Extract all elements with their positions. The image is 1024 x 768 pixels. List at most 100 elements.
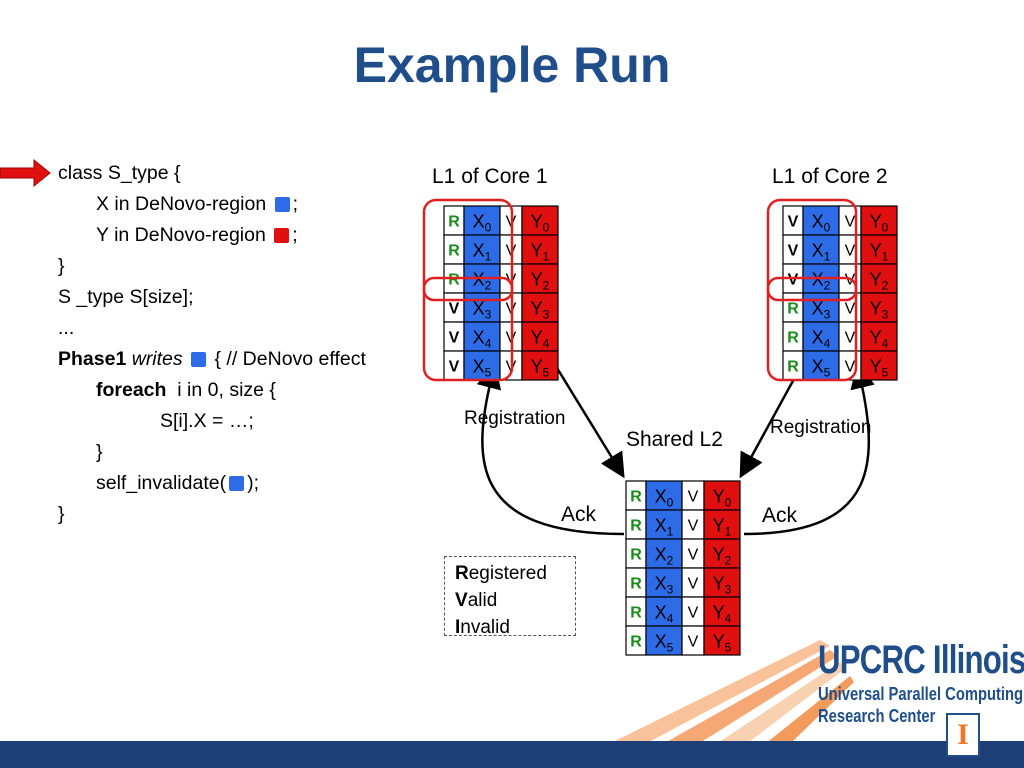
l2-state-cell (625, 480, 647, 511)
blue-region-icon (229, 476, 245, 491)
core1-y-label: Y1 (531, 241, 550, 264)
core2-y-label: Y2 (870, 270, 889, 293)
l2-y-cell (703, 596, 741, 627)
core2-cache-label: L1 of Core 2 (772, 165, 888, 188)
registration-right-label: Registration (770, 417, 872, 438)
core2-y-state-label: V (845, 272, 856, 289)
core1-state-cell (443, 321, 465, 352)
l2-state-cell (625, 509, 647, 540)
l2-y-cell (703, 538, 741, 569)
l2-y-label: Y3 (713, 574, 732, 597)
l2-y-state-cell (681, 596, 705, 627)
core1-state-cell (443, 205, 465, 236)
code-text: X in DeNovo-region (96, 193, 267, 215)
code-keyword: foreach (96, 379, 167, 401)
code-line: foreach i in 0, size { (58, 375, 366, 406)
code-line: Y in DeNovo-region ; (58, 220, 366, 251)
core1-row-highlight (422, 276, 514, 302)
core1-y-cell (521, 263, 559, 294)
core2-state-cell (782, 321, 804, 352)
l2-state-label: R (630, 547, 642, 564)
code-text: self_invalidate( (96, 472, 227, 494)
core2-x-cell (802, 234, 840, 265)
core2-row-highlight (766, 276, 858, 302)
core2-y-state-label: V (845, 330, 856, 347)
core2-y-label: Y1 (870, 241, 889, 264)
core2-state-cell (782, 263, 804, 294)
l2-state-label: R (630, 576, 642, 593)
legend-invalid: Invalid (455, 617, 510, 638)
ack-right-label: Ack (762, 504, 798, 527)
core2-state-label: V (788, 214, 799, 231)
core2-y-label: Y0 (870, 212, 889, 235)
brand-name: UPCRC Illinois (818, 638, 1024, 682)
core1-state-label: R (448, 214, 460, 231)
core2-y-state-label: V (845, 214, 856, 231)
core1-y-state-cell (499, 321, 523, 352)
core2-x-cell (802, 321, 840, 352)
core1-y-label: Y0 (531, 212, 550, 235)
code-text: ; (292, 193, 299, 215)
core2-x-label: X1 (812, 241, 831, 264)
l2-x-cell (645, 596, 683, 627)
core1-y-state-cell (499, 292, 523, 323)
l2-state-cell (625, 596, 647, 627)
l2-y-state-label: V (688, 605, 699, 622)
code-text: Y in DeNovo-region (96, 224, 266, 246)
code-keyword: Phase1 (58, 348, 127, 370)
core2-y-state-label: V (845, 301, 856, 318)
core1-y-cell (521, 321, 559, 352)
core1-state-label: V (449, 330, 460, 347)
l2-x-label: X3 (655, 574, 674, 597)
core2-y-state-label: V (845, 359, 856, 376)
code-text: i in 0, size { (177, 379, 276, 401)
core1-y-state-label: V (506, 359, 517, 376)
l2-y-state-cell (681, 509, 705, 540)
core1-y-label: Y5 (531, 357, 550, 380)
slide-title: Example Run (353, 37, 671, 93)
l2-y-label: Y4 (713, 603, 732, 626)
core2-x-cell (802, 292, 840, 323)
core2-state-label: R (787, 359, 799, 376)
brand-tagline-1: Universal Parallel Computing (818, 684, 1024, 704)
core2-state-cell (782, 205, 804, 236)
core2-x-label: X5 (812, 357, 831, 380)
l2-state-label: R (630, 634, 642, 651)
footer-bar (0, 741, 1024, 768)
code-text: ; (292, 224, 298, 246)
core1-y-label: Y3 (531, 299, 550, 322)
code-text: class S_type { (58, 162, 181, 184)
core1-state-cell (443, 350, 465, 381)
code-line: S _type S[size]; (58, 282, 366, 313)
code-text: ); (247, 472, 259, 494)
core1-x-label: X3 (473, 299, 492, 322)
l2-x-label: X4 (655, 603, 674, 626)
core2-y-cell (860, 234, 898, 265)
current-line-arrow-icon (0, 158, 51, 188)
l2-cache-label: Shared L2 (626, 428, 723, 451)
core2-y-state-cell (838, 263, 862, 294)
core1-y-state-cell (499, 350, 523, 381)
l2-x-label: X2 (655, 545, 674, 568)
core1-x-cell (463, 292, 501, 323)
code-line: Phase1 writes { // DeNovo effect (58, 344, 366, 375)
l2-y-cell (703, 567, 741, 598)
l2-y-cell (703, 480, 741, 511)
core2-state-cell (782, 292, 804, 323)
l2-x-cell (645, 480, 683, 511)
core1-x-cell (463, 263, 501, 294)
core1-x-cell (463, 321, 501, 352)
illinois-logo: I (946, 713, 980, 757)
red-region-icon (274, 228, 290, 243)
core2-x-cell (802, 263, 840, 294)
core2-y-cell (860, 350, 898, 381)
brand-block: UPCRC Illinois Universal Parallel Comput… (818, 638, 1024, 727)
core2-y-label: Y5 (870, 357, 889, 380)
l2-y-label: Y2 (713, 545, 732, 568)
l2-y-state-cell (681, 538, 705, 569)
code-line: ... (58, 313, 366, 344)
legend-registered: Registered (455, 563, 547, 584)
core2-state-label: V (788, 272, 799, 289)
core1-x-cell (463, 205, 501, 236)
